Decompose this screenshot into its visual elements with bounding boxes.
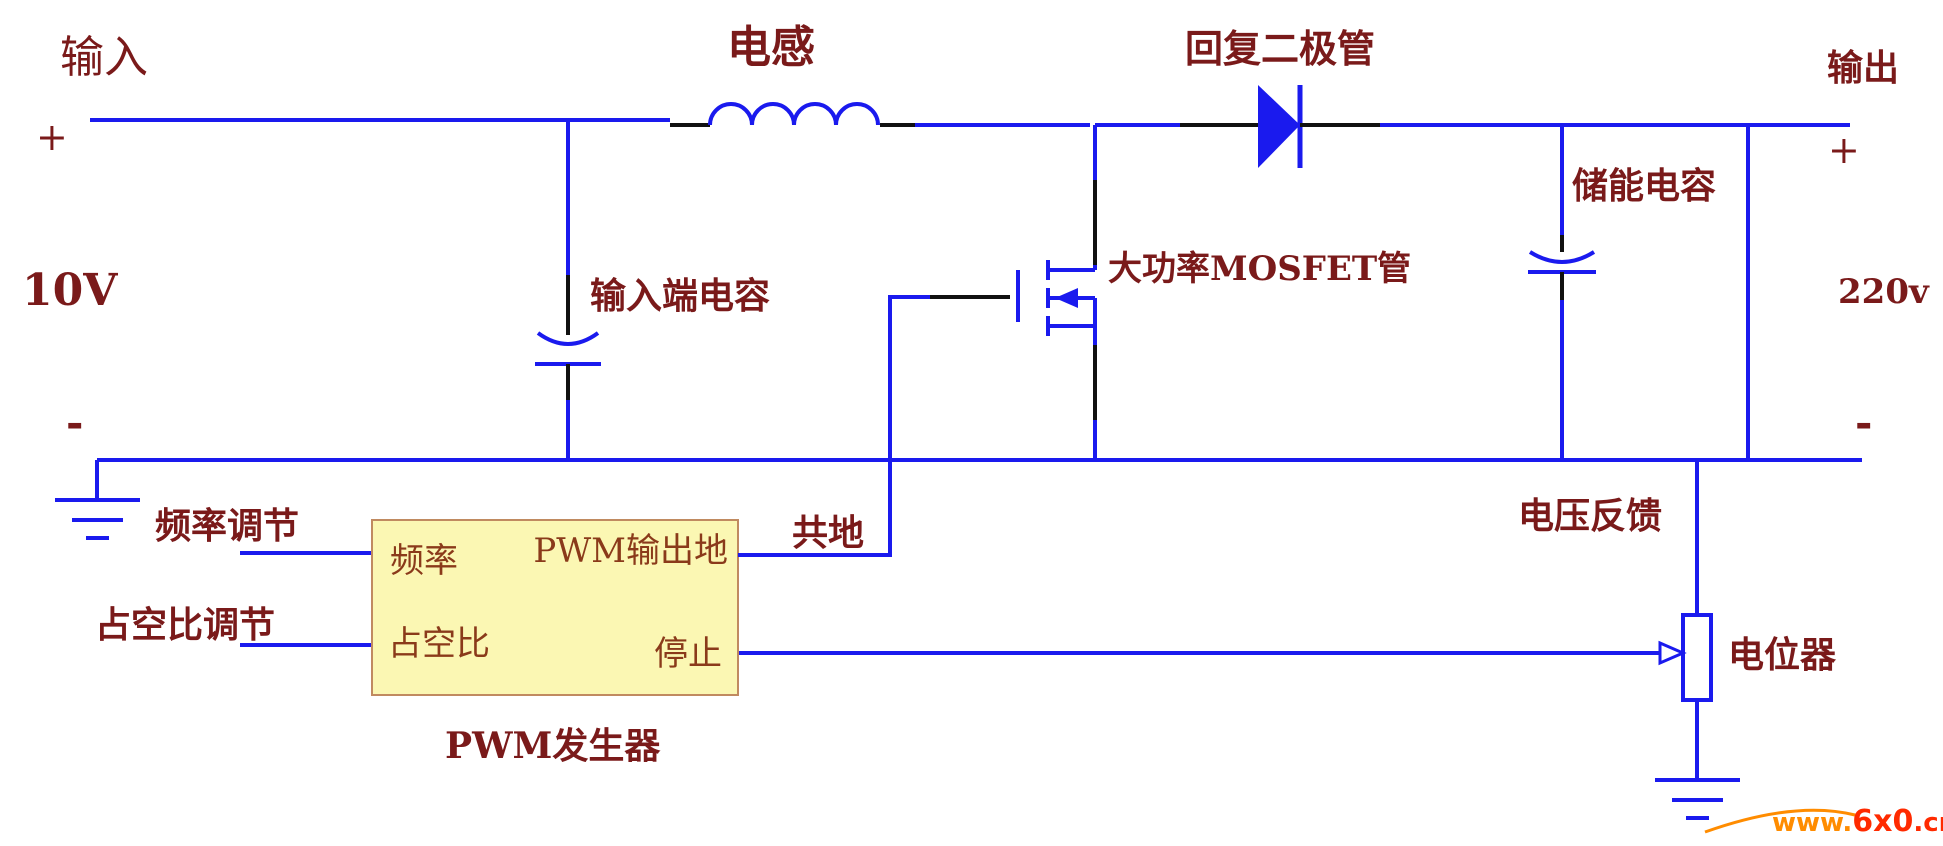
input-capacitor-label: 输入端电容	[590, 275, 770, 317]
output-label: 输出	[1827, 47, 1899, 89]
inductor-label: 电感	[727, 22, 815, 73]
common-ground-label: 共地	[792, 512, 864, 554]
input-ground-symbol	[55, 498, 140, 540]
output-voltage-label: 220v	[1838, 272, 1930, 312]
diode-triangle	[1258, 85, 1300, 168]
inductor-coils	[708, 102, 880, 126]
pwm-generator-box: 频率 占空比 PWM输出地 停止	[371, 519, 739, 696]
pot-wiper-arrow	[1658, 640, 1687, 666]
storage-capacitor-symbol	[1528, 235, 1596, 300]
watermark-mid: 6x0	[1852, 804, 1913, 839]
pwm-generator-label: PWM发生器	[445, 725, 661, 767]
storage-capacitor-label: 储能电容	[1572, 165, 1716, 207]
pwm-stop-pin-label: 停止	[654, 634, 722, 674]
mosfet-symbol	[930, 180, 1097, 420]
labels: 输入 + 10V - 电感 回复二极管 输出 + 220v - 输入端电容 储能…	[22, 22, 1930, 767]
output-minus-sign: -	[1855, 398, 1872, 447]
input-voltage-label: 10V	[22, 265, 118, 316]
potentiometer-label: 电位器	[1728, 634, 1837, 676]
duty-adjust-label: 占空比调节	[95, 604, 275, 646]
diode-symbol	[1180, 85, 1380, 168]
wires	[90, 118, 1862, 780]
voltage-feedback-label: 电压反馈	[1518, 495, 1662, 537]
mosfet-label: 大功率MOSFET管	[1108, 249, 1411, 289]
watermark-suffix: .cn	[1913, 808, 1943, 838]
output-plus-sign: +	[1828, 128, 1860, 172]
input-label: 输入	[60, 32, 148, 83]
input-capacitor-symbol	[535, 275, 601, 400]
pot-ground-symbol	[1655, 778, 1740, 820]
mosfet-arrow	[1055, 288, 1078, 308]
input-minus-sign: -	[66, 398, 83, 447]
watermark-prefix: www.	[1772, 808, 1852, 838]
watermark: www.6x0.cn	[1704, 804, 1943, 839]
pwm-output-ground-pin-label: PWM输出地	[533, 531, 728, 571]
freq-adjust-label: 频率调节	[155, 505, 299, 547]
input-plus-sign: +	[36, 115, 68, 159]
watermark-text: www.6x0.cn	[1772, 804, 1943, 839]
pwm-duty-pin-label: 占空比	[388, 624, 490, 664]
watermark-swoosh-icon	[1704, 808, 1856, 834]
diode-label: 回复二极管	[1185, 26, 1375, 71]
potentiometer-symbol	[1658, 613, 1713, 702]
gate-drive-wire	[735, 295, 930, 557]
pwm-freq-pin-label: 频率	[390, 541, 458, 581]
